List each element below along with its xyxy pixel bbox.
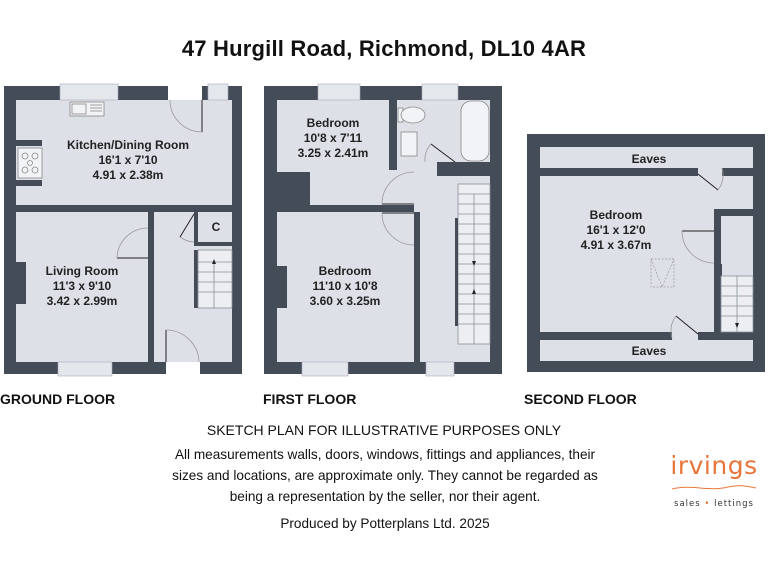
room-name: Eaves xyxy=(632,344,667,358)
room-name: Bedroom xyxy=(307,116,360,130)
svg-text:16'1 x 12'0: 16'1 x 12'0 xyxy=(586,223,645,237)
disclaimer: All measurements walls, doors, windows, … xyxy=(172,447,598,504)
skylight-icon xyxy=(650,258,675,288)
first-floor-plan: Bedroom 10'8 x 7'11 3.25 x 2.41m Bedroom… xyxy=(264,83,502,377)
room-name: Eaves xyxy=(632,152,667,166)
room-name: Kitchen/Dining Room xyxy=(67,138,189,152)
bath-icon xyxy=(460,100,490,162)
ground-stairs xyxy=(197,249,233,309)
svg-text:16'1 x 7'10: 16'1 x 7'10 xyxy=(98,153,157,167)
ground-floor-plan: Kitchen/Dining Room 16'1 x 7'10 4.91 x 2… xyxy=(4,83,242,377)
room-name: Bedroom xyxy=(319,264,372,278)
bedroom-1-floor xyxy=(277,100,389,205)
irvings-logo: irvings sales • lettings xyxy=(668,451,760,510)
eaves-top xyxy=(540,147,753,168)
second-floor-label: SECOND FLOOR xyxy=(524,391,637,407)
room-name: Bedroom xyxy=(590,208,643,222)
svg-text:3.60 x 3.25m: 3.60 x 3.25m xyxy=(310,294,381,308)
page-title: 47 Hurgill Road, Richmond, DL10 4AR xyxy=(181,36,587,61)
window xyxy=(207,83,229,101)
window xyxy=(317,83,361,101)
ground-floor-label: GROUND FLOOR xyxy=(0,391,116,407)
sink-icon xyxy=(69,101,105,117)
bedroom-3-floor xyxy=(540,176,753,332)
kitchen-floor xyxy=(16,100,232,205)
logo-tagline: sales • lettings xyxy=(674,499,754,509)
cooker-icon xyxy=(17,147,43,179)
cupboard-label: C xyxy=(212,220,221,234)
basin-icon xyxy=(400,131,418,157)
svg-text:11'3 x 9'10: 11'3 x 9'10 xyxy=(53,279,112,293)
eaves-bottom xyxy=(540,340,753,361)
svg-text:10'8 x 7'11: 10'8 x 7'11 xyxy=(304,131,363,145)
bedroom-2-floor xyxy=(277,212,414,362)
floor-plans: Kitchen/Dining Room 16'1 x 7'10 4.91 x 2… xyxy=(4,83,765,377)
second-floor-plan: Eaves Bedroom 16'1 x 12'0 4.91 x 3.67m E… xyxy=(527,134,765,372)
svg-text:3.25 x 2.41m: 3.25 x 2.41m xyxy=(298,146,369,160)
window xyxy=(57,361,113,377)
sketch-notice: SKETCH PLAN FOR ILLUSTRATIVE PURPOSES ON… xyxy=(206,422,562,438)
first-floor-label: FIRST FLOOR xyxy=(263,391,357,407)
room-name: Living Room xyxy=(46,264,119,278)
window xyxy=(425,361,455,377)
svg-text:4.91 x 3.67m: 4.91 x 3.67m xyxy=(581,238,652,252)
second-stairs xyxy=(720,275,754,333)
window xyxy=(59,83,119,101)
svg-text:3.42 x 2.99m: 3.42 x 2.99m xyxy=(47,294,118,308)
svg-text:4.91 x 2.38m: 4.91 x 2.38m xyxy=(93,168,164,182)
window xyxy=(421,83,459,101)
toilet-icon xyxy=(397,106,426,124)
svg-text:11'10 x 10'8: 11'10 x 10'8 xyxy=(312,279,377,293)
logo-swoosh-icon xyxy=(671,485,757,490)
produced-by: Produced by Potterplans Ltd. 2025 xyxy=(280,516,490,531)
window xyxy=(301,361,349,377)
logo-wordmark: irvings xyxy=(670,451,758,480)
